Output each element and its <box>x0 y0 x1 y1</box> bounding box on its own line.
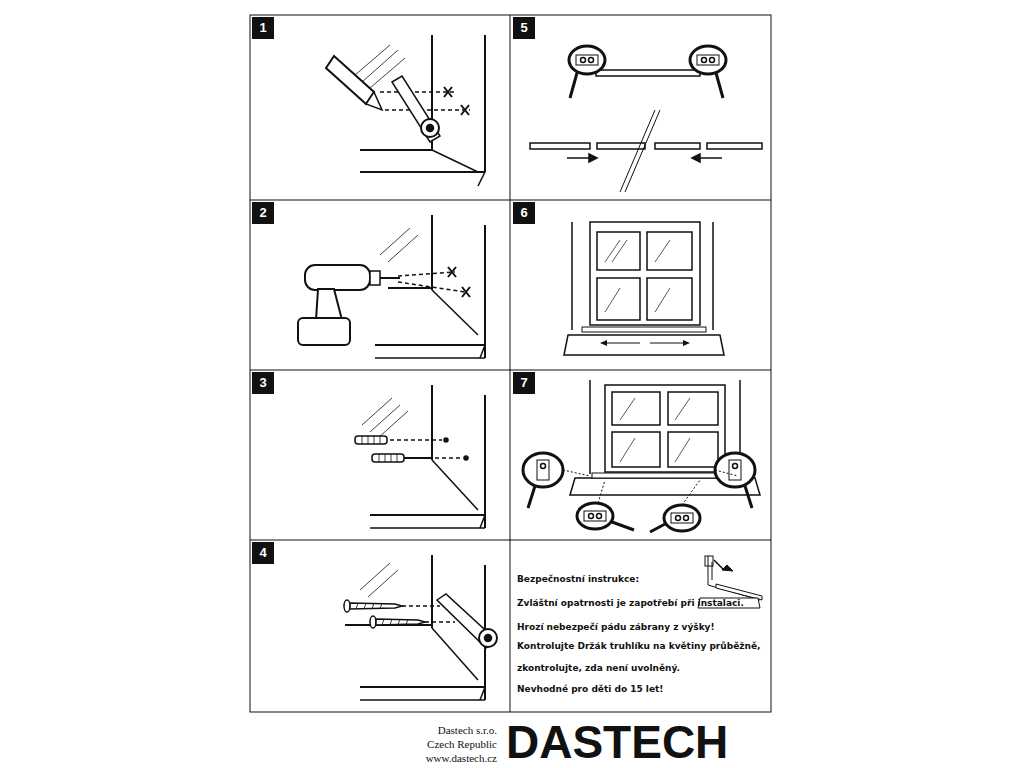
step-number: 2 <box>252 202 274 224</box>
step1-marking <box>326 35 485 186</box>
safety-note: Nevhodné pro děti do 15 let! <box>517 684 663 694</box>
brand-logo: DASTECH <box>506 716 728 768</box>
company-website: www.dastech.cz <box>426 752 497 765</box>
step-number: 5 <box>513 17 535 39</box>
step7-fixing-detail <box>523 380 760 532</box>
panel-grid <box>250 15 771 712</box>
step-number-box: 7 <box>513 372 535 394</box>
step-number-box: 1 <box>252 17 274 39</box>
company-country: Czech Republic <box>427 738 497 751</box>
safety-note: Kontrolujte Držák truhlíku na květiny pr… <box>517 641 760 651</box>
step4-screws <box>344 555 497 700</box>
step-number-box: 3 <box>252 372 274 394</box>
safety-note: Zvláštní opatrnosti je zapotřebí při ins… <box>517 598 744 608</box>
step-number-box: 2 <box>252 202 274 224</box>
step5-bar-assembly <box>530 46 762 192</box>
step2-drilling <box>298 215 485 358</box>
step-number-box: 5 <box>513 17 535 39</box>
step-number: 4 <box>252 542 274 564</box>
step-number: 1 <box>252 17 274 39</box>
step-number-box: 4 <box>252 542 274 564</box>
company-name: Dastech s.r.o. <box>438 724 497 737</box>
safety-note: Hrozí nebezpečí pádu zábrany z výšky! <box>517 622 715 632</box>
step-number: 7 <box>513 372 535 394</box>
step-number: 3 <box>252 372 274 394</box>
step-number-box: 6 <box>513 202 535 224</box>
step6-window-placement <box>564 222 724 355</box>
safety-note: zkontrolujte, zda není uvolněný. <box>517 663 680 673</box>
step-number: 6 <box>513 202 535 224</box>
safety-heading: Bezpečnostní instrukce: <box>517 574 639 584</box>
step3-dowels <box>355 385 485 528</box>
